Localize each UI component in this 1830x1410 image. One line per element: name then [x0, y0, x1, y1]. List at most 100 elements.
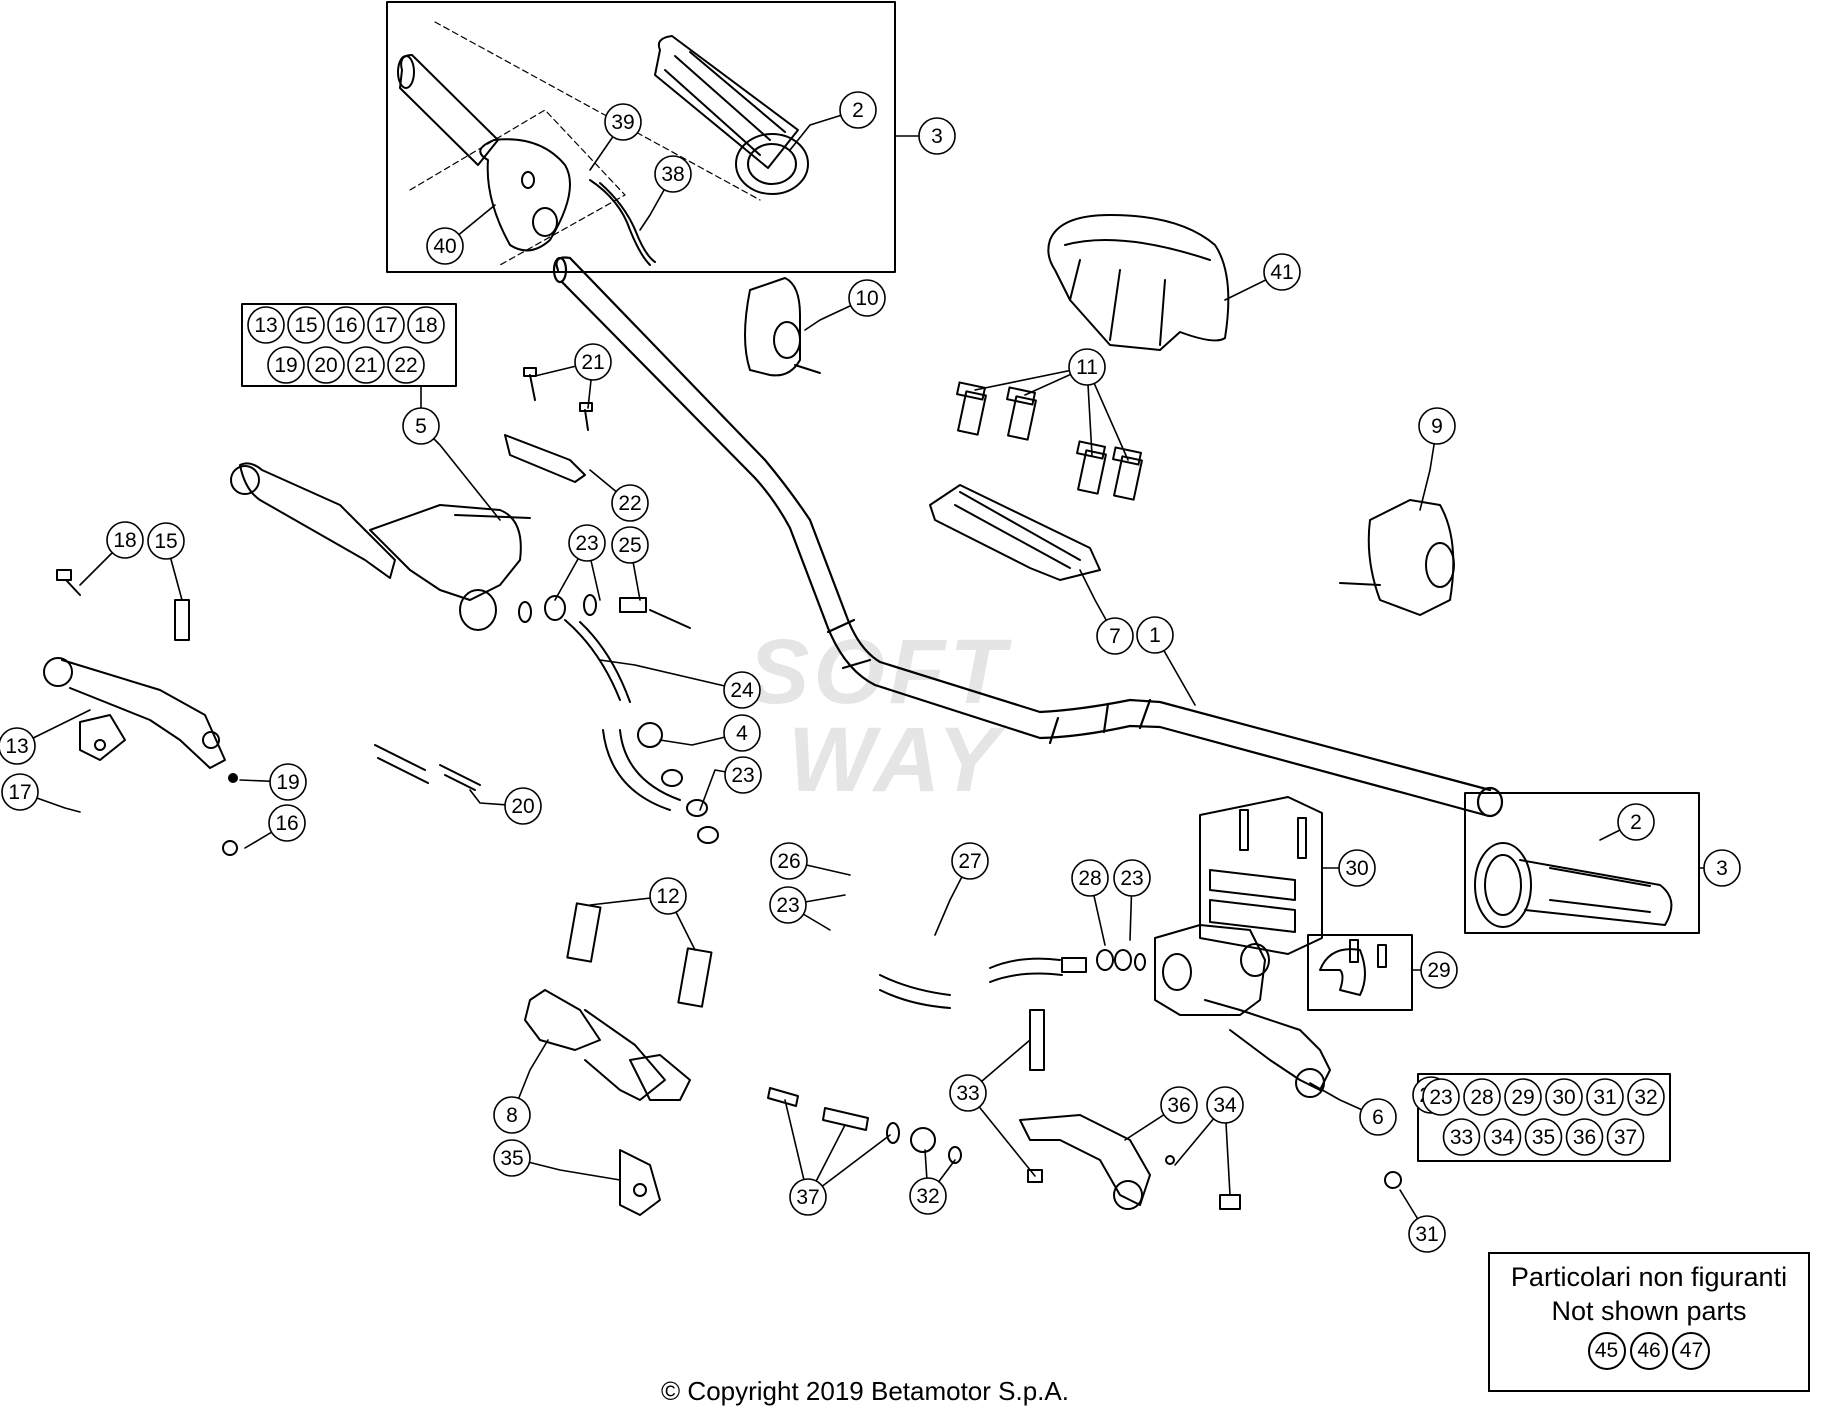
kit-part-circle: [1545, 1078, 1583, 1116]
kit-part-circle: [387, 346, 425, 384]
kit-part-number: 31: [1593, 1086, 1616, 1109]
kit-part-number: 33: [1450, 1126, 1473, 1149]
callout-circle: [1703, 849, 1741, 887]
callout-circle: [1420, 951, 1458, 989]
callout-number: 35: [500, 1147, 523, 1170]
callout-circle: [1, 773, 39, 811]
kill-switch: [744, 277, 821, 377]
callout-number: 21: [581, 351, 604, 374]
grip-kit-box: [1464, 792, 1700, 934]
callout-circle: [574, 343, 612, 381]
callout-circle: [1113, 859, 1151, 897]
brake-master-assembly: [1154, 924, 1331, 1098]
pad-kit-box: [1199, 796, 1323, 955]
bolts-11: [956, 381, 1143, 501]
kit-part-number: 18: [414, 314, 437, 337]
kit-part-number: 37: [1614, 1126, 1637, 1149]
callout-circle: [1418, 407, 1456, 445]
callout-leader: [599, 659, 743, 691]
throttle-dashed-outline: [409, 109, 626, 266]
kit-part-circle: [1442, 1118, 1481, 1156]
kit-part-number: 19: [274, 354, 297, 377]
kit-part-circle: [367, 306, 405, 344]
lower-clamps: [524, 902, 713, 1101]
callout-circle: [0, 727, 36, 765]
handlebar: [552, 256, 1504, 818]
callout-number: 23: [731, 764, 754, 787]
callout-number: 28: [1078, 867, 1101, 890]
watermark-line2: WAY: [788, 709, 1003, 811]
callout-circle: [568, 524, 606, 562]
small-parts-left: [56, 569, 481, 856]
callout-circle: [504, 787, 542, 825]
lever-36: [1019, 1009, 1402, 1210]
callout-number: 38: [661, 163, 684, 186]
callout-circle: [147, 522, 185, 560]
callout-number: 37: [796, 1186, 819, 1209]
callout-number: 18: [113, 529, 136, 552]
callout-number: 9: [1431, 415, 1443, 438]
callout-number: 41: [1270, 261, 1293, 284]
kit-part-circle: [1422, 1078, 1460, 1116]
start-switch: [1339, 499, 1455, 616]
callout-number: 4: [736, 722, 748, 745]
callout-number: 5: [415, 415, 427, 438]
callout-number: 25: [618, 534, 641, 557]
callout-circle: [848, 279, 886, 317]
throttle-grip: [397, 54, 656, 266]
not-shown-parts-box: Particolari non figuranti Not shown part…: [1488, 1252, 1810, 1392]
throttle-kit-box: [386, 1, 896, 273]
kit-part-circle: [347, 346, 385, 384]
kit-part-circle: [1524, 1118, 1563, 1156]
kit-part-circle: [267, 346, 305, 384]
clamp-kit-box: [1307, 934, 1413, 1011]
kit-part-circle: [1463, 1078, 1501, 1116]
callout-number: 8: [506, 1104, 518, 1127]
kit-part-number: 23: [1429, 1086, 1452, 1109]
callout-circle: [426, 227, 464, 265]
callout-number: 23: [1120, 867, 1143, 890]
callout-circle: [723, 714, 761, 752]
kit-part-circle: [1627, 1078, 1665, 1116]
callout-circle: [402, 407, 440, 445]
callout-circle: [1136, 616, 1174, 654]
grip-rubber-top: [654, 35, 809, 195]
callout-number: 40: [433, 235, 456, 258]
callout-circle: [723, 671, 761, 709]
reservoir-cover: [504, 367, 593, 483]
part-callouts: 1223345678910111213151617181920212223232…: [0, 91, 1741, 1253]
callout-number: 26: [777, 850, 800, 873]
grip-rubber-right: [1474, 842, 1673, 928]
group-5-box: [241, 303, 457, 387]
callout-circle: [789, 1178, 827, 1216]
callout-number: 19: [276, 771, 299, 794]
banjo-hoses: [518, 594, 719, 844]
callout-number: 3: [1716, 857, 1728, 880]
callout-number: 2: [1630, 811, 1642, 834]
callout-number: 11: [1076, 356, 1098, 379]
callout-number: 17: [8, 781, 31, 804]
callout-number: 13: [5, 735, 28, 758]
callout-circle: [1160, 1086, 1198, 1124]
copyright-notice: © Copyright 2019 Betamotor S.p.A.: [661, 1376, 1069, 1406]
kit-part-circle: [307, 346, 345, 384]
callout-number: 39: [611, 111, 634, 134]
handlebar-pad: [1047, 214, 1230, 351]
callout-circle: [918, 117, 956, 155]
callout-circle: [1071, 859, 1109, 897]
callout-number: 23: [776, 894, 799, 917]
callout-number: 30: [1345, 857, 1368, 880]
callout-number: 7: [1109, 625, 1121, 648]
callout-circle: [951, 842, 989, 880]
kit-part-number: 30: [1552, 1086, 1575, 1109]
not-shown-part: 46: [1630, 1332, 1668, 1370]
pushrod-parts: [619, 1087, 962, 1216]
callout-circle: [1338, 849, 1376, 887]
not-shown-part: 45: [1587, 1332, 1626, 1370]
callout-circle: [1206, 1086, 1244, 1124]
callout-number: 34: [1213, 1094, 1237, 1117]
callout-circle: [769, 886, 807, 924]
kit-part-number: 20: [314, 354, 337, 377]
callout-number: 32: [916, 1185, 939, 1208]
clamp-29: [1319, 939, 1387, 996]
